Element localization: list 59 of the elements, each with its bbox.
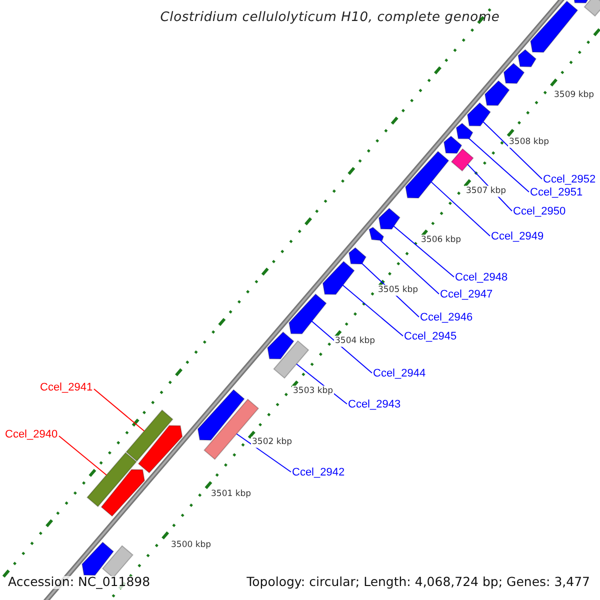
gene-label: Ccel_2944 xyxy=(373,368,426,380)
gene-feature xyxy=(100,469,146,517)
leader-line xyxy=(236,433,292,472)
title: Clostridium cellulolyticum H10, complete genome xyxy=(159,11,501,24)
gene-feature xyxy=(368,226,384,242)
gene-feature xyxy=(197,389,245,441)
gene-label: Ccel_2943 xyxy=(348,400,401,410)
gene-feature xyxy=(484,80,510,106)
gene-label: Ccel_2948 xyxy=(455,272,508,284)
leader-line xyxy=(94,388,145,432)
gene-bar xyxy=(102,545,134,578)
accession-text: Accession: NC_011898 xyxy=(8,576,150,588)
scale-label: 3509 kbp xyxy=(553,90,596,100)
gene-feature xyxy=(530,0,578,53)
gene-feature xyxy=(378,208,400,230)
gene-feature xyxy=(518,49,537,68)
scale-label: 3507 kbp xyxy=(465,186,508,196)
genome-info-text: Topology: circular; Length: 4,068,724 bp; Genes: 3,477 xyxy=(246,576,590,588)
gene-feature xyxy=(456,122,474,140)
leader-line xyxy=(342,284,404,336)
scale-label: 3506 kbp xyxy=(420,234,462,246)
gene-feature xyxy=(405,150,450,198)
gene-bar xyxy=(273,340,310,379)
scale-label: 3504 kbp xyxy=(334,336,376,346)
gene-label: Ccel_2950 xyxy=(513,206,566,218)
gene-label: Ccel_2951 xyxy=(530,188,583,198)
gene-feature xyxy=(443,136,462,154)
leader-line xyxy=(468,137,530,192)
gene-feature xyxy=(82,542,114,576)
leader-line xyxy=(380,240,440,294)
leader-line xyxy=(430,180,490,236)
gene-feature xyxy=(322,260,355,295)
scale-label: 3501 kbp xyxy=(210,488,252,500)
gene-label: Ccel_2949 xyxy=(491,232,544,242)
gene-label: Ccel_2947 xyxy=(440,290,493,300)
scale-label: 3503 kbp xyxy=(292,386,334,396)
gene-feature xyxy=(267,331,294,360)
gene-label: Ccel_2945 xyxy=(404,332,457,342)
gene-bar xyxy=(584,0,600,17)
gene-label: Ccel_2940 xyxy=(5,430,58,440)
leader-line xyxy=(310,320,372,374)
leader-line xyxy=(482,120,542,180)
gene-bar xyxy=(126,409,174,462)
gene-feature xyxy=(503,62,525,84)
leader-line xyxy=(58,436,107,476)
gene-feature xyxy=(288,293,327,334)
gene-label: Ccel_2952 xyxy=(543,174,596,186)
scale-label: 3500 kbp xyxy=(170,540,212,550)
gene-feature xyxy=(138,425,183,474)
scale-label: 3508 kbp xyxy=(508,136,550,148)
gene-label: Ccel_2942 xyxy=(292,468,345,478)
leader-line xyxy=(392,224,454,278)
gene-feature xyxy=(466,102,491,126)
gene-feature xyxy=(348,247,367,264)
scale-label: 3505 kbp xyxy=(377,284,420,296)
scale-label: 3502 kbp xyxy=(251,436,294,448)
gene-label: Ccel_2946 xyxy=(420,312,473,324)
gene-label: Ccel_2941 xyxy=(40,382,93,394)
gene-bar xyxy=(86,452,137,508)
